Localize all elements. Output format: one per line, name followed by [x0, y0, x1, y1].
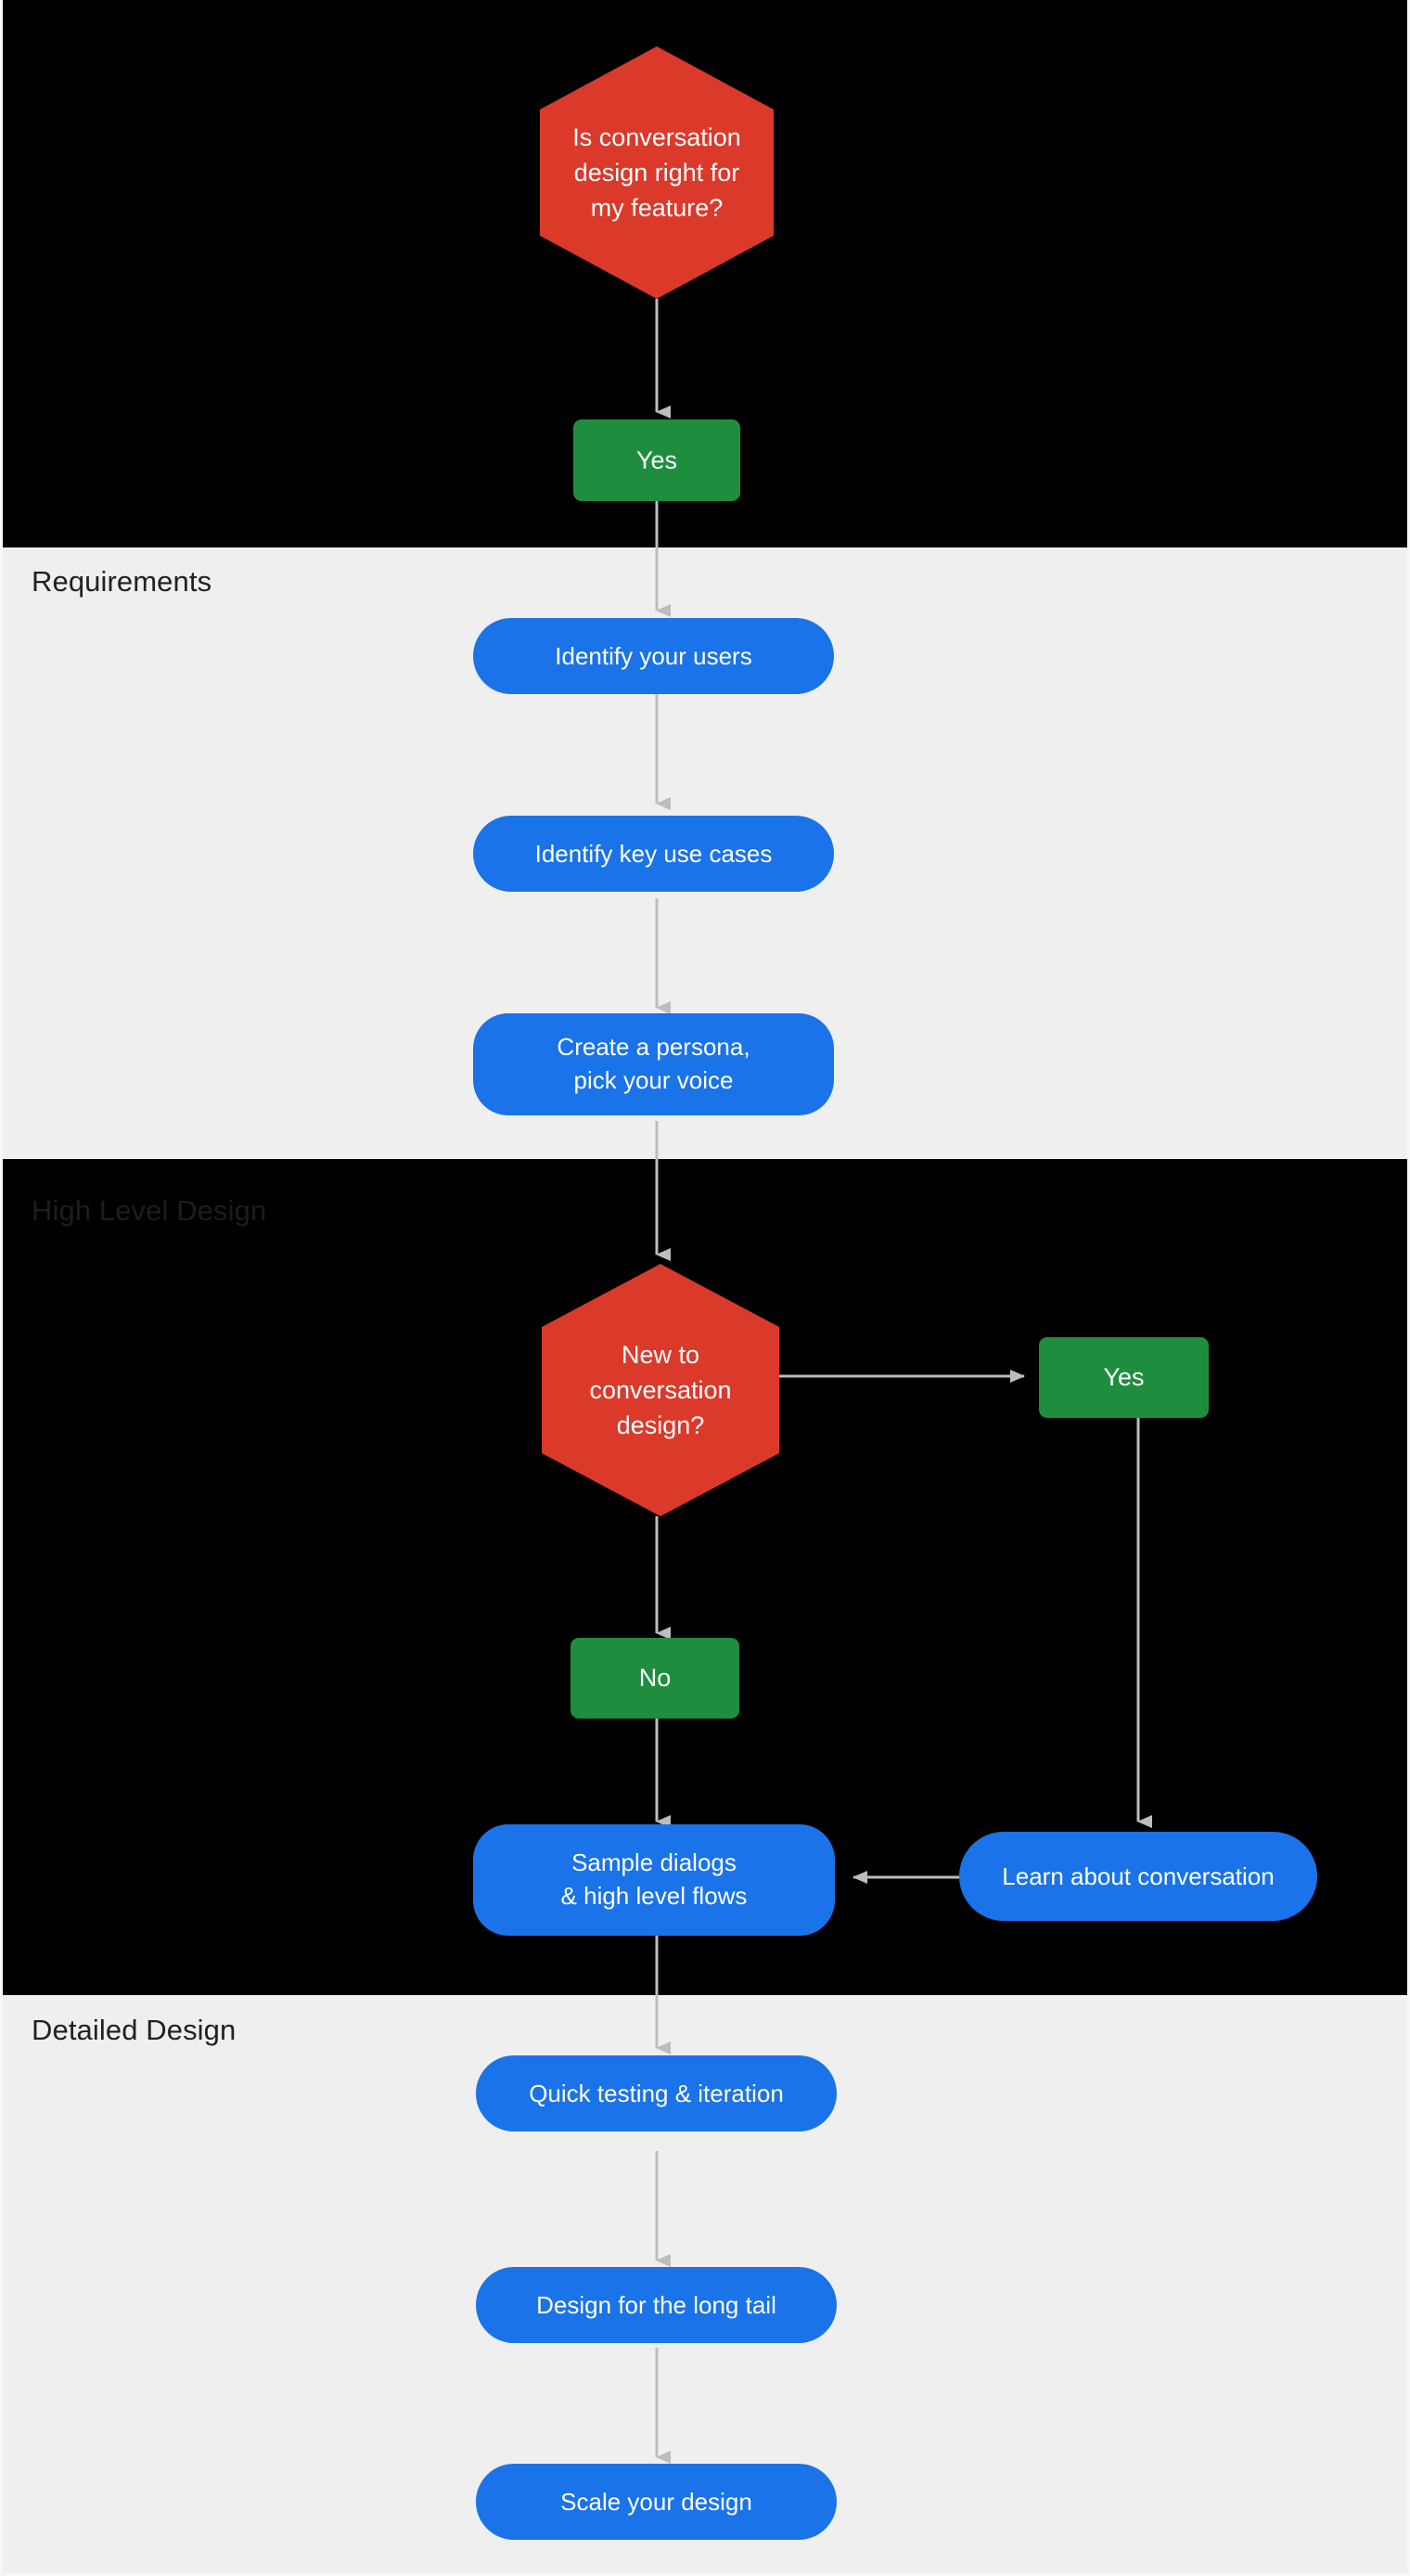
step-node-identify-your-users-label: Identify your users: [555, 641, 752, 670]
step-node-identify-key-use-cases[interactable]: Identify key use cases: [473, 816, 834, 892]
step-node-identify-key-use-cases-label: Identify key use cases: [534, 839, 773, 868]
step-node-scale-your-design-label: Scale your design: [560, 2487, 752, 2516]
step-node-create-a-persona[interactable]: Create a persona, pick your voice: [473, 1013, 834, 1115]
step-node-create-a-persona-line-1: Create a persona,: [557, 1033, 750, 1062]
decision-node-line-2: design right for: [573, 158, 740, 187]
section-title-high-level-design: High Level Design: [32, 1194, 267, 1227]
answer-node-yes-2-label: Yes: [1103, 1363, 1145, 1391]
answer-node-yes-1[interactable]: Yes: [573, 419, 740, 501]
decision-node-2-line-2: conversation: [589, 1375, 732, 1404]
decision-node-2-line-3: design?: [616, 1411, 705, 1440]
step-node-sample-dialogs-line-2: & high level flows: [560, 1882, 748, 1910]
step-node-design-for-long-tail-label: Design for the long tail: [536, 2290, 776, 2319]
step-node-create-a-persona-line-2: pick your voice: [573, 1066, 734, 1094]
step-node-quick-testing-iteration-label: Quick testing & iteration: [529, 2079, 784, 2107]
answer-node-yes-1-label: Yes: [635, 445, 678, 474]
step-node-learn-about-conversation-label: Learn about conversation: [1002, 1861, 1275, 1890]
section-title-requirements: Requirements: [32, 565, 212, 598]
step-node-scale-your-design[interactable]: Scale your design: [476, 2464, 837, 2540]
decision-node-line-1: Is conversation: [572, 122, 741, 151]
step-node-sample-dialogs[interactable]: Sample dialogs & high level flows: [473, 1824, 835, 1936]
step-node-quick-testing-iteration[interactable]: Quick testing & iteration: [476, 2055, 837, 2132]
decision-node-new-to-conversation-design[interactable]: New to conversation design?: [542, 1264, 779, 1516]
section-title-detailed-design: Detailed Design: [32, 2014, 237, 2046]
answer-node-no[interactable]: No: [570, 1638, 739, 1719]
step-node-design-for-long-tail[interactable]: Design for the long tail: [476, 2267, 837, 2343]
answer-node-yes-2[interactable]: Yes: [1039, 1337, 1209, 1418]
step-node-identify-your-users[interactable]: Identify your users: [473, 618, 834, 694]
step-node-sample-dialogs-line-1: Sample dialogs: [571, 1848, 737, 1877]
answer-node-no-label: No: [638, 1664, 672, 1692]
step-node-learn-about-conversation[interactable]: Learn about conversation: [959, 1832, 1317, 1921]
decision-node-2-line-1: New to: [621, 1340, 700, 1369]
decision-node-line-3: my feature?: [590, 194, 724, 223]
decision-node-is-conversation-design-right[interactable]: Is conversation design right for my feat…: [540, 46, 774, 299]
